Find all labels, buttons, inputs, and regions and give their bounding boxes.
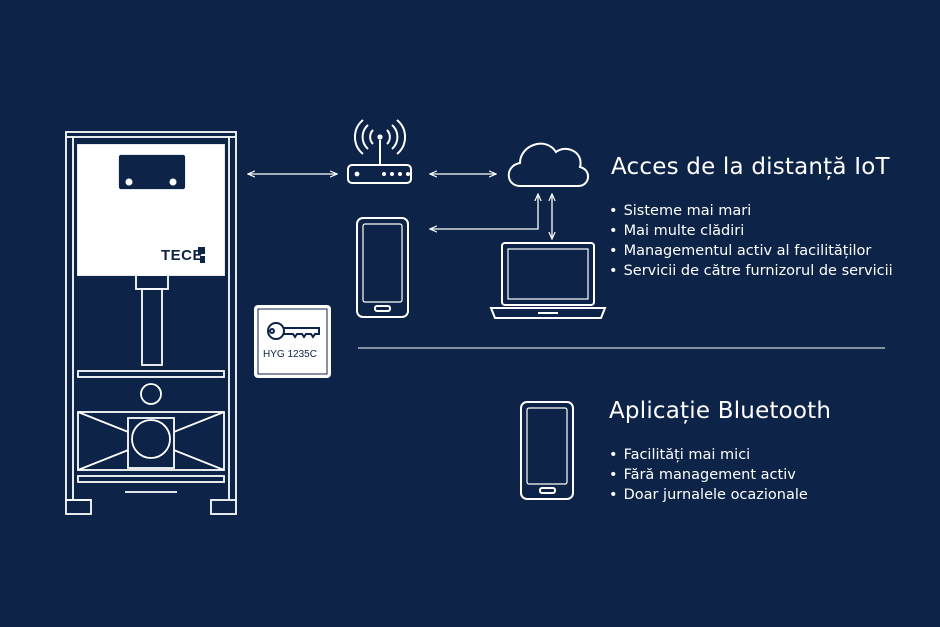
smartphone-icon <box>356 217 409 318</box>
list-item: Mai multe clădiri <box>609 221 893 241</box>
key-card-icon <box>254 305 331 378</box>
installation-frame-icon <box>65 131 237 515</box>
list-item: Managementul activ al facilităților <box>609 241 893 261</box>
arrow-cloud-phone <box>430 194 538 229</box>
bluetooth-bullet-list: Facilități mai mici Fără management acti… <box>609 445 808 505</box>
iot-bullet-list: Sisteme mai mari Mai multe clădiri Manag… <box>609 201 893 281</box>
list-item: Facilități mai mici <box>609 445 808 465</box>
iot-section-title: Acces de la distanță IoT <box>611 154 890 180</box>
laptop-icon <box>489 242 607 319</box>
bluetooth-section-title: Aplicație Bluetooth <box>609 398 832 424</box>
list-item: Servicii de către furnizorul de servicii <box>609 261 893 281</box>
router-icon <box>347 119 412 184</box>
brand-logo: TECE <box>161 247 204 264</box>
list-item: Sisteme mai mari <box>609 201 893 221</box>
list-item: Fără management activ <box>609 465 808 485</box>
key-card-label: HYG 1235C <box>263 349 317 360</box>
cloud-icon <box>507 142 589 187</box>
list-item: Doar jurnalele ocazionale <box>609 485 808 505</box>
smartphone-icon <box>520 401 574 500</box>
